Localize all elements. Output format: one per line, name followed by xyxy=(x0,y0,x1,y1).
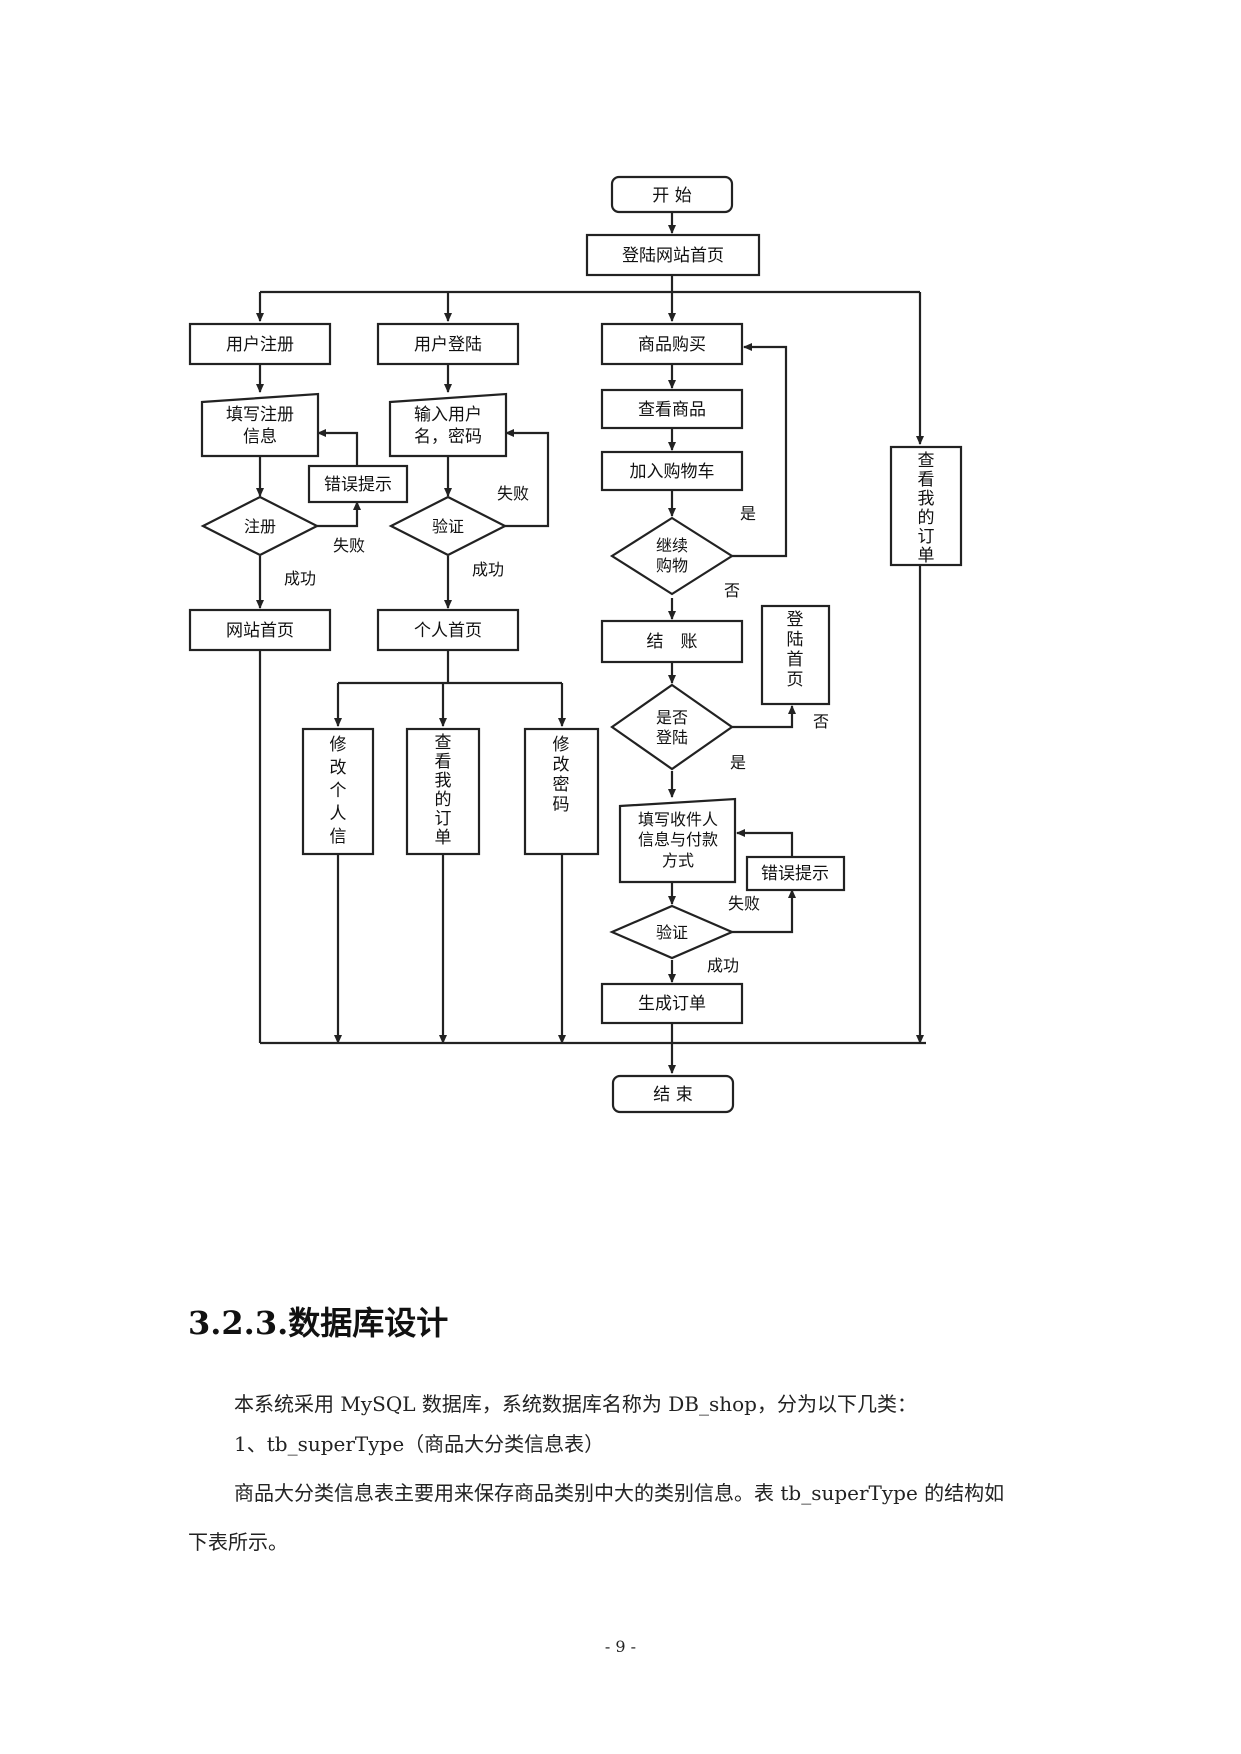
success-label-3: 成功 xyxy=(707,956,739,975)
node-view-goods: 查看商品 xyxy=(600,388,744,430)
fill-receiver-line-3: 方式 xyxy=(662,851,694,870)
node-register: 用户注册 xyxy=(188,322,332,366)
flowchart: 开 始 登陆网站首页 用户注册 填写注册 信息 错误提示 注册 失败 成功 网站… xyxy=(188,175,963,1114)
node-fill-receiver: 填写收件人 信息与付款 方式 xyxy=(618,797,737,884)
flow-connectors xyxy=(256,212,926,1074)
fail-label-3: 失败 xyxy=(728,894,760,913)
view-orders-small-char-1: 查 xyxy=(435,733,452,753)
personal-home-label: 个人首页 xyxy=(414,621,482,641)
node-end: 结 束 xyxy=(611,1074,735,1114)
section-heading: 3.2.3.数据库设计 xyxy=(188,1304,449,1342)
view-orders-right-char-4: 的 xyxy=(918,508,935,528)
error-hint-2-label: 错误提示 xyxy=(761,864,829,884)
success-label-1: 成功 xyxy=(284,569,316,588)
register-check-label: 注册 xyxy=(244,517,276,536)
node-error-hint-2: 错误提示 xyxy=(745,855,846,892)
view-orders-right-char-1: 查 xyxy=(918,451,935,471)
fill-register-line-1: 填写注册 xyxy=(226,405,294,425)
end-label: 结 束 xyxy=(653,1085,692,1105)
fail-label-1: 失败 xyxy=(333,536,365,555)
view-orders-small-char-5: 订 xyxy=(435,809,452,829)
no-label-1: 否 xyxy=(724,581,740,600)
node-change-password: 修 改 密 码 xyxy=(523,727,600,856)
node-input-credentials: 输入用户 名，密码 xyxy=(388,392,508,458)
view-orders-small-char-3: 我 xyxy=(435,771,452,791)
login-page-char-2: 陆 xyxy=(787,630,804,650)
node-site-home: 网站首页 xyxy=(188,608,332,652)
site-home-label: 网站首页 xyxy=(226,621,294,641)
verify-2-label: 验证 xyxy=(656,923,688,942)
login-page-char-1: 登 xyxy=(787,610,804,630)
change-password-char-1: 修 xyxy=(553,735,570,755)
input-credentials-line-1: 输入用户 xyxy=(414,405,482,425)
node-generate-order: 生成订单 xyxy=(600,982,744,1025)
is-logged-line-2: 登陆 xyxy=(656,728,688,747)
edit-info-char-5: 信 xyxy=(330,827,347,847)
node-home: 登陆网站首页 xyxy=(585,233,761,277)
no-label-2: 否 xyxy=(813,712,829,731)
edit-info-char-4: 人 xyxy=(330,804,347,824)
paragraph-4: 下表所示。 xyxy=(188,1530,288,1554)
login-page-char-4: 页 xyxy=(787,670,804,690)
node-login: 用户登陆 xyxy=(376,322,520,366)
fill-receiver-line-2: 信息与付款 xyxy=(638,830,718,849)
input-credentials-line-2: 名，密码 xyxy=(414,427,482,447)
edit-info-char-1: 修 xyxy=(330,735,347,755)
view-orders-right-char-3: 我 xyxy=(918,489,935,509)
view-orders-small-char-4: 的 xyxy=(435,790,452,810)
view-goods-label: 查看商品 xyxy=(638,400,706,420)
node-start: 开 始 xyxy=(610,175,734,214)
generate-order-label: 生成订单 xyxy=(638,994,706,1014)
error-hint-1-label: 错误提示 xyxy=(324,475,392,495)
yes-label-2: 是 xyxy=(730,753,746,772)
fill-register-line-2: 信息 xyxy=(243,427,277,447)
login-label: 用户登陆 xyxy=(414,335,482,355)
home-label: 登陆网站首页 xyxy=(622,246,724,266)
paragraph-1: 本系统采用 MySQL 数据库，系统数据库名称为 DB_shop，分为以下几类： xyxy=(234,1392,917,1416)
node-continue-shopping: 继续 购物 xyxy=(609,516,735,596)
node-checkout: 结 账 xyxy=(600,619,744,664)
fail-label-2: 失败 xyxy=(497,484,529,503)
node-personal-home: 个人首页 xyxy=(376,608,520,652)
change-password-char-4: 码 xyxy=(553,795,570,815)
start-label: 开 始 xyxy=(652,186,691,206)
is-logged-line-1: 是否 xyxy=(656,708,688,727)
continue-shopping-line-2: 购物 xyxy=(656,556,688,575)
node-purchase: 商品购买 xyxy=(600,322,744,366)
node-error-hint-1: 错误提示 xyxy=(307,464,409,504)
change-password-char-2: 改 xyxy=(553,755,570,775)
node-is-logged: 是否 登陆 xyxy=(610,683,734,771)
node-fill-register: 填写注册 信息 xyxy=(200,392,320,458)
page-number: - 9 - xyxy=(604,1637,637,1656)
change-password-char-3: 密 xyxy=(553,775,570,795)
node-verify-1: 验证 xyxy=(388,495,508,557)
purchase-label: 商品购买 xyxy=(638,335,706,355)
register-label: 用户注册 xyxy=(226,335,294,355)
node-view-orders-right: 查 看 我 的 订 单 xyxy=(889,445,963,567)
view-orders-right-char-5: 订 xyxy=(918,527,935,547)
view-orders-right-char-2: 看 xyxy=(918,470,935,490)
paragraph-2: 1、tb_superType（商品大分类信息表） xyxy=(234,1432,605,1456)
edit-info-char-3: 个 xyxy=(330,781,347,801)
node-verify-2: 验证 xyxy=(609,904,735,960)
yes-label-1: 是 xyxy=(740,504,756,523)
fill-receiver-line-1: 填写收件人 xyxy=(638,810,718,829)
view-orders-right-char-6: 单 xyxy=(918,546,935,566)
login-page-char-3: 首 xyxy=(787,650,804,670)
success-label-2: 成功 xyxy=(472,560,504,579)
edit-info-char-2: 改 xyxy=(330,758,347,778)
node-view-orders-small: 查 看 我 的 订 单 xyxy=(405,727,481,856)
continue-shopping-line-1: 继续 xyxy=(656,536,688,555)
paragraph-3: 商品大分类信息表主要用来保存商品类别中大的类别信息。表 tb_superType… xyxy=(234,1481,1005,1505)
verify-1-label: 验证 xyxy=(432,517,464,536)
add-cart-label: 加入购物车 xyxy=(630,462,715,482)
node-register-check: 注册 xyxy=(200,495,320,557)
checkout-label: 结 账 xyxy=(647,632,698,652)
node-edit-info: 修 改 个 人 信 xyxy=(301,727,375,856)
view-orders-small-char-2: 看 xyxy=(435,752,452,772)
view-orders-small-char-6: 单 xyxy=(435,828,452,848)
node-add-cart: 加入购物车 xyxy=(600,450,744,492)
node-login-page: 登 陆 首 页 xyxy=(760,604,831,706)
